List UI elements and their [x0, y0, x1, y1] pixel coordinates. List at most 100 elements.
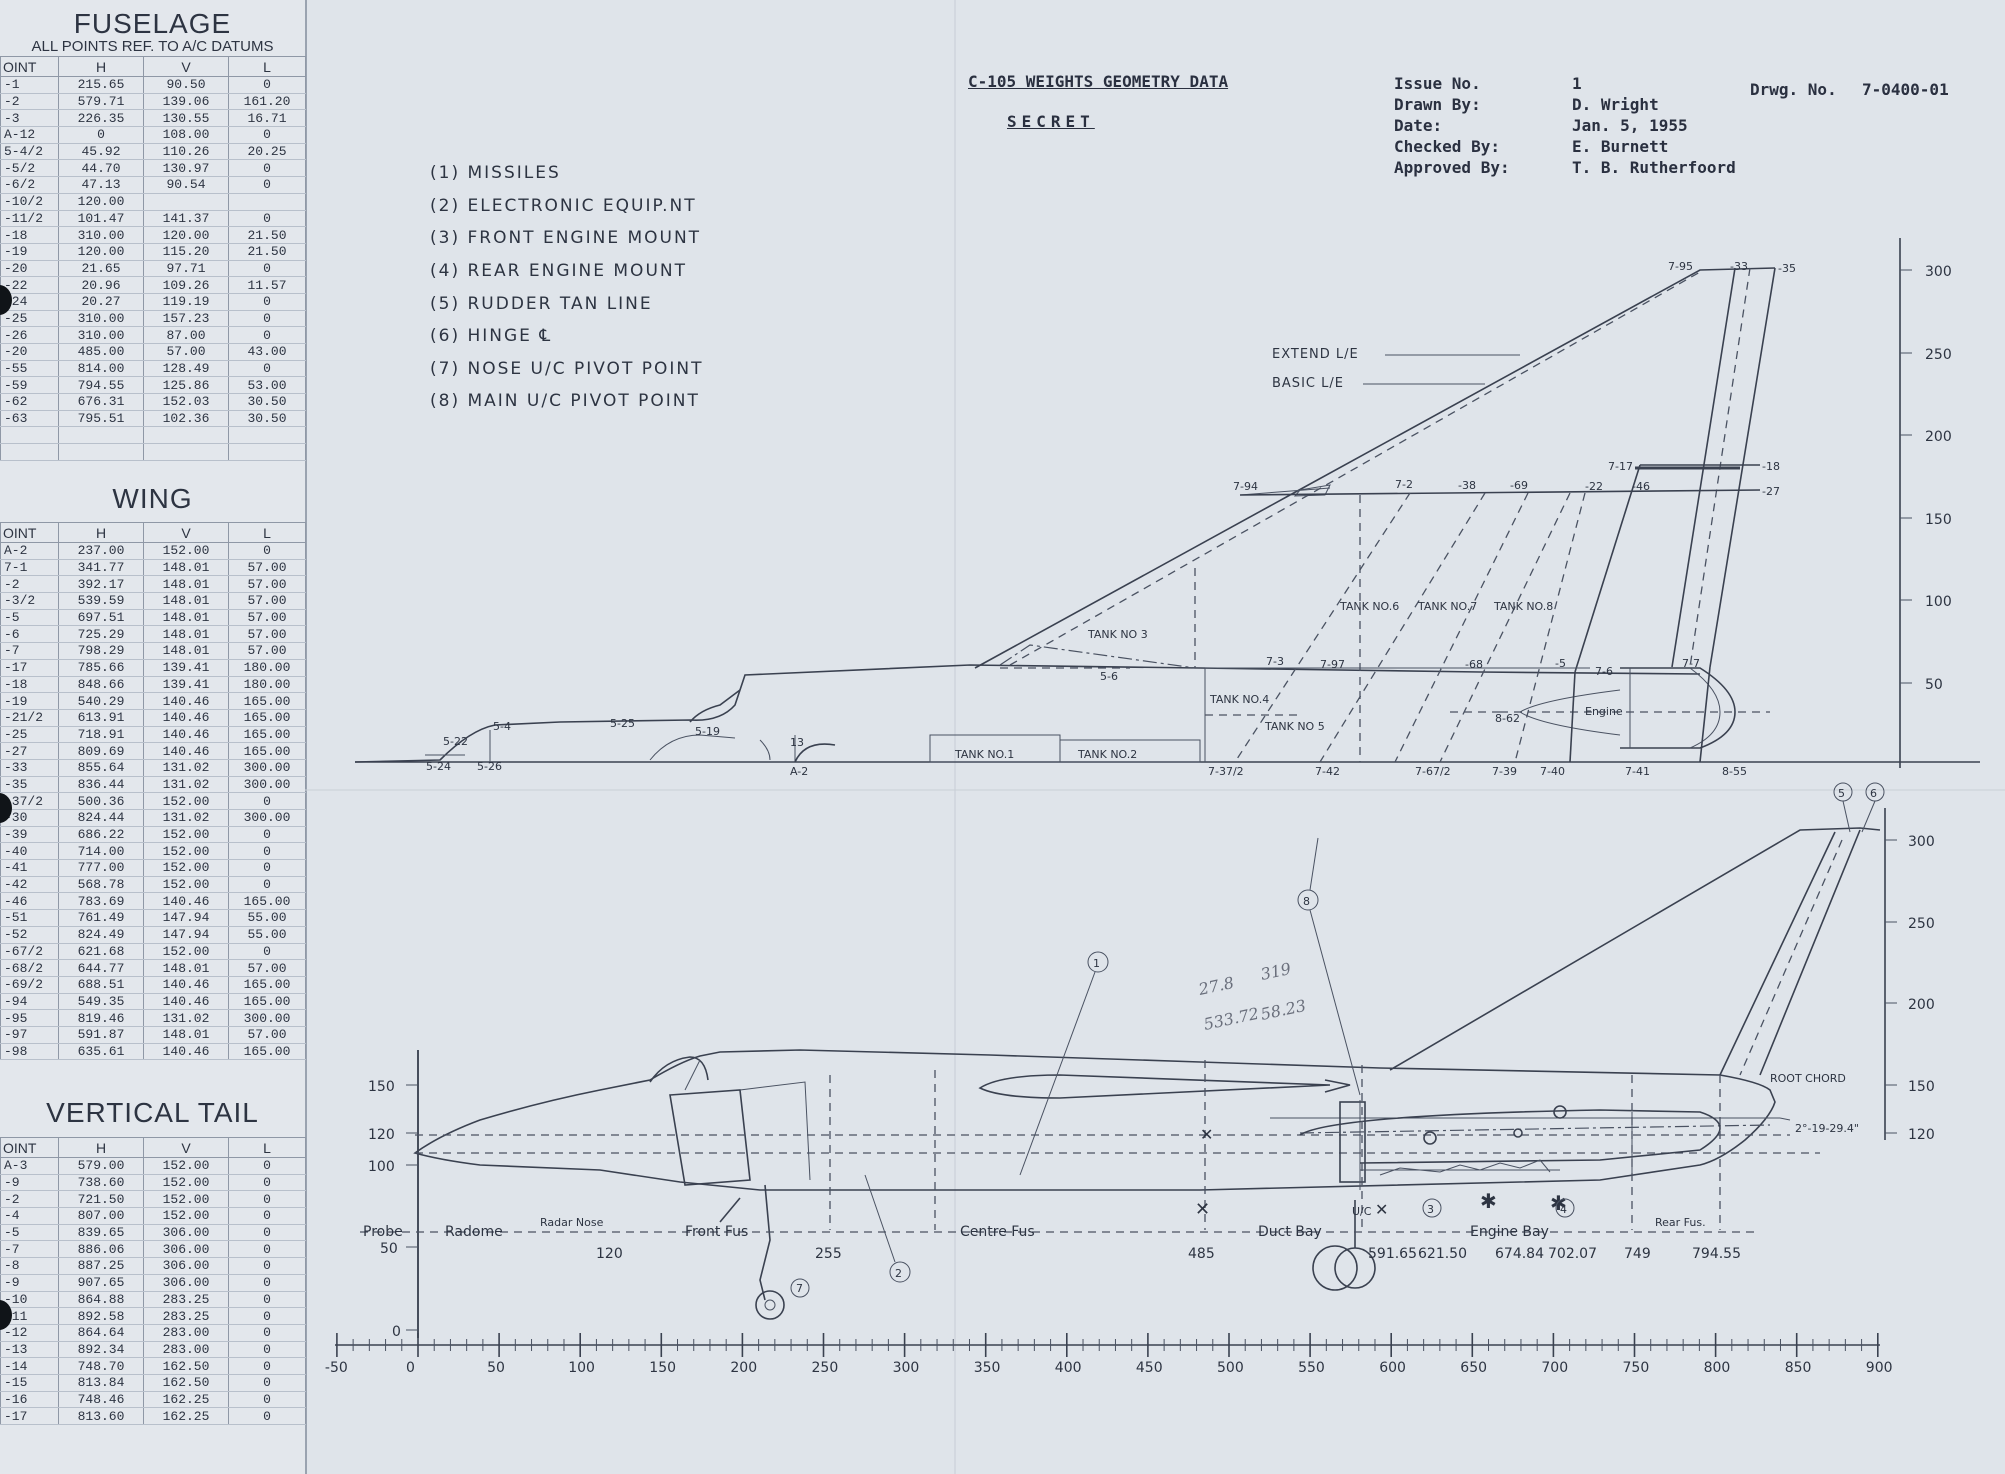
l-cell: 0 — [228, 210, 306, 228]
v-cell: 139.06 — [143, 93, 229, 111]
point-cell: -30 — [0, 809, 59, 827]
side-scale-left-label: 120 — [368, 1127, 395, 1143]
point-cell: -46 — [0, 892, 59, 911]
side-scale-left-label: 100 — [368, 1159, 395, 1175]
x-axis-tick-label: 750 — [1623, 1360, 1650, 1376]
v-cell: 162.25 — [143, 1391, 229, 1409]
classification-label: SECRET — [1007, 112, 1095, 131]
plan-point-label: -38 — [1458, 479, 1476, 492]
h-cell: 813.60 — [58, 1407, 144, 1425]
section-label-duct-bay: Duct Bay — [1258, 1224, 1322, 1240]
v-cell: 152.00 — [143, 943, 229, 961]
binder-punch-hole — [0, 285, 12, 315]
l-cell: 55.00 — [228, 926, 306, 944]
h-cell: 886.06 — [58, 1240, 144, 1259]
legend-item-electronic-equipment: (2) ELECTRONIC EQUIP.NT — [430, 196, 697, 216]
section-label-engine-bay: Engine Bay — [1470, 1224, 1549, 1240]
h-cell: 864.88 — [58, 1291, 144, 1309]
h-cell: 738.60 — [58, 1174, 144, 1192]
plan-point-label: 7-41 — [1625, 765, 1650, 778]
station-value: 794.55 — [1692, 1246, 1741, 1262]
l-cell: 0 — [228, 842, 306, 861]
l-cell: 300.00 — [228, 776, 306, 794]
v-cell: 148.01 — [143, 625, 229, 644]
plan-point-label: 8-62 — [1495, 712, 1520, 725]
l-cell: 165.00 — [228, 976, 306, 994]
h-cell: 907.65 — [58, 1274, 144, 1292]
h-cell: 676.31 — [58, 393, 144, 411]
callout-7: 7 — [796, 1282, 803, 1295]
v-cell: 283.00 — [143, 1341, 229, 1359]
side-scale-left-label: 50 — [380, 1241, 398, 1257]
v-cell: 140.46 — [143, 692, 229, 710]
callout-1: 1 — [1093, 957, 1100, 970]
h-cell: 579.71 — [58, 93, 144, 111]
h-cell: 892.58 — [58, 1307, 144, 1325]
h-cell: 798.29 — [58, 642, 144, 660]
point-cell: -4 — [0, 1207, 59, 1225]
l-cell: 0 — [228, 1341, 306, 1359]
point-cell: -10/2 — [0, 193, 59, 211]
pencil-note: 58.23 — [1259, 996, 1308, 1024]
h-cell: 591.87 — [58, 1026, 144, 1044]
v-cell: 162.50 — [143, 1357, 229, 1375]
h-cell: 761.49 — [58, 909, 144, 927]
h-cell: 392.17 — [58, 575, 144, 594]
h-cell: 621.68 — [58, 943, 144, 961]
h-cell: 718.91 — [58, 726, 144, 744]
h-cell: 814.00 — [58, 360, 144, 378]
v-cell: 162.25 — [143, 1407, 229, 1425]
station-value: 255 — [815, 1246, 842, 1262]
l-cell: 0 — [228, 159, 306, 178]
extend-le-label: EXTEND L/E — [1272, 347, 1359, 362]
l-cell: 0 — [228, 1407, 306, 1425]
h-cell: 824.49 — [58, 926, 144, 944]
plan-point-label: 7-67/2 — [1415, 765, 1451, 778]
v-cell: 140.46 — [143, 892, 229, 911]
callout-5: 5 — [1838, 787, 1845, 800]
v-cell: 148.01 — [143, 959, 229, 977]
l-cell: 0 — [228, 1274, 306, 1292]
point-cell: -20 — [0, 343, 59, 361]
plan-point-label: -18 — [1762, 460, 1780, 473]
callout-2: 2 — [895, 1267, 902, 1280]
x-axis-tick-label: 900 — [1866, 1360, 1893, 1376]
tank-label: TANK NO 3 — [1087, 628, 1148, 641]
fuselage-table-subtitle: ALL POINTS REF. TO A/C DATUMS — [31, 38, 274, 55]
plan-point-label: 5-6 — [1100, 670, 1118, 683]
h-cell: 887.25 — [58, 1257, 144, 1275]
point-cell: 5-4/2 — [0, 143, 59, 161]
point-cell: -69/2 — [0, 976, 59, 994]
v-cell: 90.50 — [143, 76, 229, 94]
l-cell: 0 — [228, 792, 306, 810]
plan-point-label: 7-3 — [1266, 655, 1284, 668]
l-cell: 0 — [228, 1224, 306, 1242]
plan-scale-ticks — [1900, 269, 1912, 684]
v-cell: 57.00 — [143, 343, 229, 361]
col-header-l: L — [228, 1137, 306, 1158]
plan-point-label: 7-17 — [1608, 460, 1633, 473]
h-cell: 714.00 — [58, 842, 144, 861]
drawing-title: C-105 WEIGHTS GEOMETRY DATA — [968, 72, 1229, 91]
v-cell: 152.00 — [143, 1207, 229, 1225]
uc-label: U/C — [1352, 1205, 1372, 1218]
point-cell: -14 — [0, 1357, 59, 1375]
v-cell: 130.55 — [143, 109, 229, 128]
